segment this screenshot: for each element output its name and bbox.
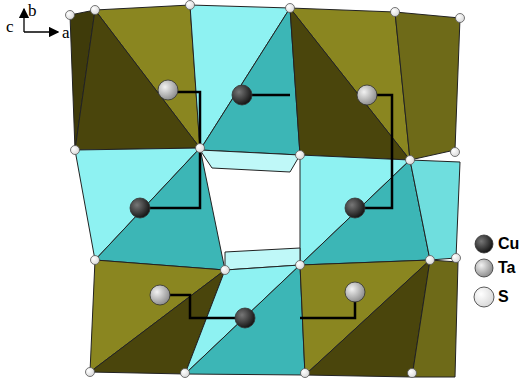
axis-label: a (62, 24, 70, 41)
legend-label: Cu (498, 236, 519, 252)
axis-label: c (6, 18, 14, 35)
bonds (140, 92, 392, 318)
axis-label: b (28, 2, 37, 19)
legend-samples (474, 235, 494, 307)
polyhedra (70, 5, 460, 377)
atoms (130, 80, 377, 328)
legend-label: S (498, 289, 509, 305)
sulfur-atoms (66, 1, 465, 378)
legend-label: Ta (498, 260, 515, 276)
